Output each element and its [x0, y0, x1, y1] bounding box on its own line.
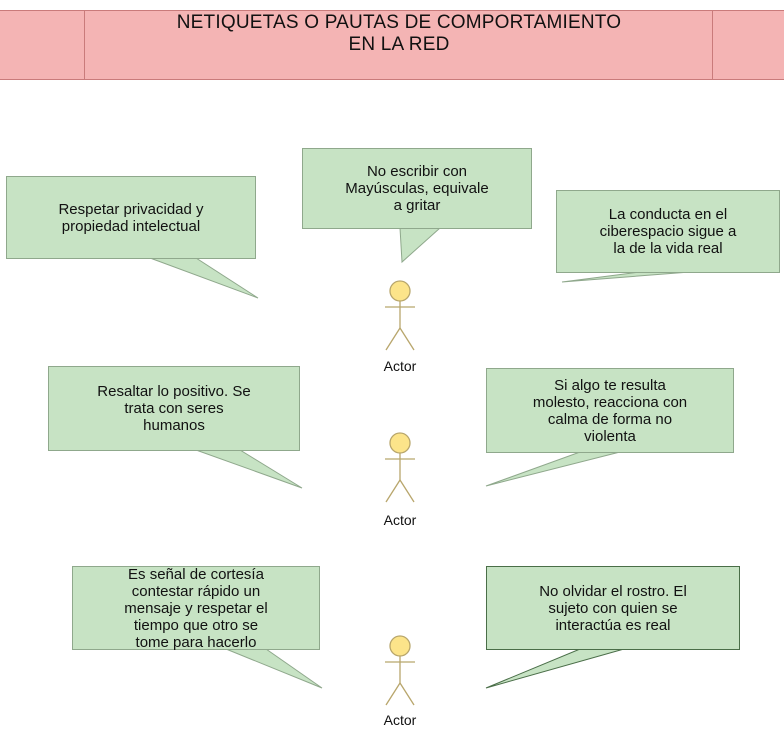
note-respetar-privacidad: Respetar privacidad y propiedad intelect…	[6, 176, 256, 259]
note-reacciona-calma: Si algo te resulta molesto, reacciona co…	[486, 368, 734, 453]
title-band	[0, 10, 784, 80]
actor-label-1: Actor	[383, 358, 417, 374]
page-title: NETIQUETAS O PAUTAS DE COMPORTAMIENTO EN…	[176, 12, 622, 55]
title-band-left-divider	[84, 11, 85, 79]
note-tail-7	[485, 648, 625, 689]
note-tail-4	[195, 449, 303, 489]
note-tail-5	[485, 451, 621, 487]
note-tail-2	[399, 227, 442, 264]
actor-figure-3	[385, 635, 415, 706]
actor-label-2: Actor	[383, 512, 417, 528]
note-conducta-ciberespacio: La conducta en el ciberespacio sigue a l…	[556, 190, 780, 273]
actor-figure-2	[385, 432, 415, 503]
note-no-olvidar-rostro: No olvidar el rostro. El sujeto con quie…	[486, 566, 740, 650]
title-band-right-divider	[712, 11, 713, 79]
note-tail-6	[225, 648, 323, 689]
note-tail-3	[561, 271, 691, 283]
note-tail-1	[149, 257, 259, 299]
actor-label-3: Actor	[383, 712, 417, 728]
note-no-escribir-mayusculas: No escribir con Mayúsculas, equivale a g…	[302, 148, 532, 229]
note-resaltar-positivo: Resaltar lo positivo. Se trata con seres…	[48, 366, 300, 451]
actor-figure-1	[385, 280, 415, 351]
note-senal-cortesia: Es señal de cortesía contestar rápido un…	[72, 566, 320, 651]
